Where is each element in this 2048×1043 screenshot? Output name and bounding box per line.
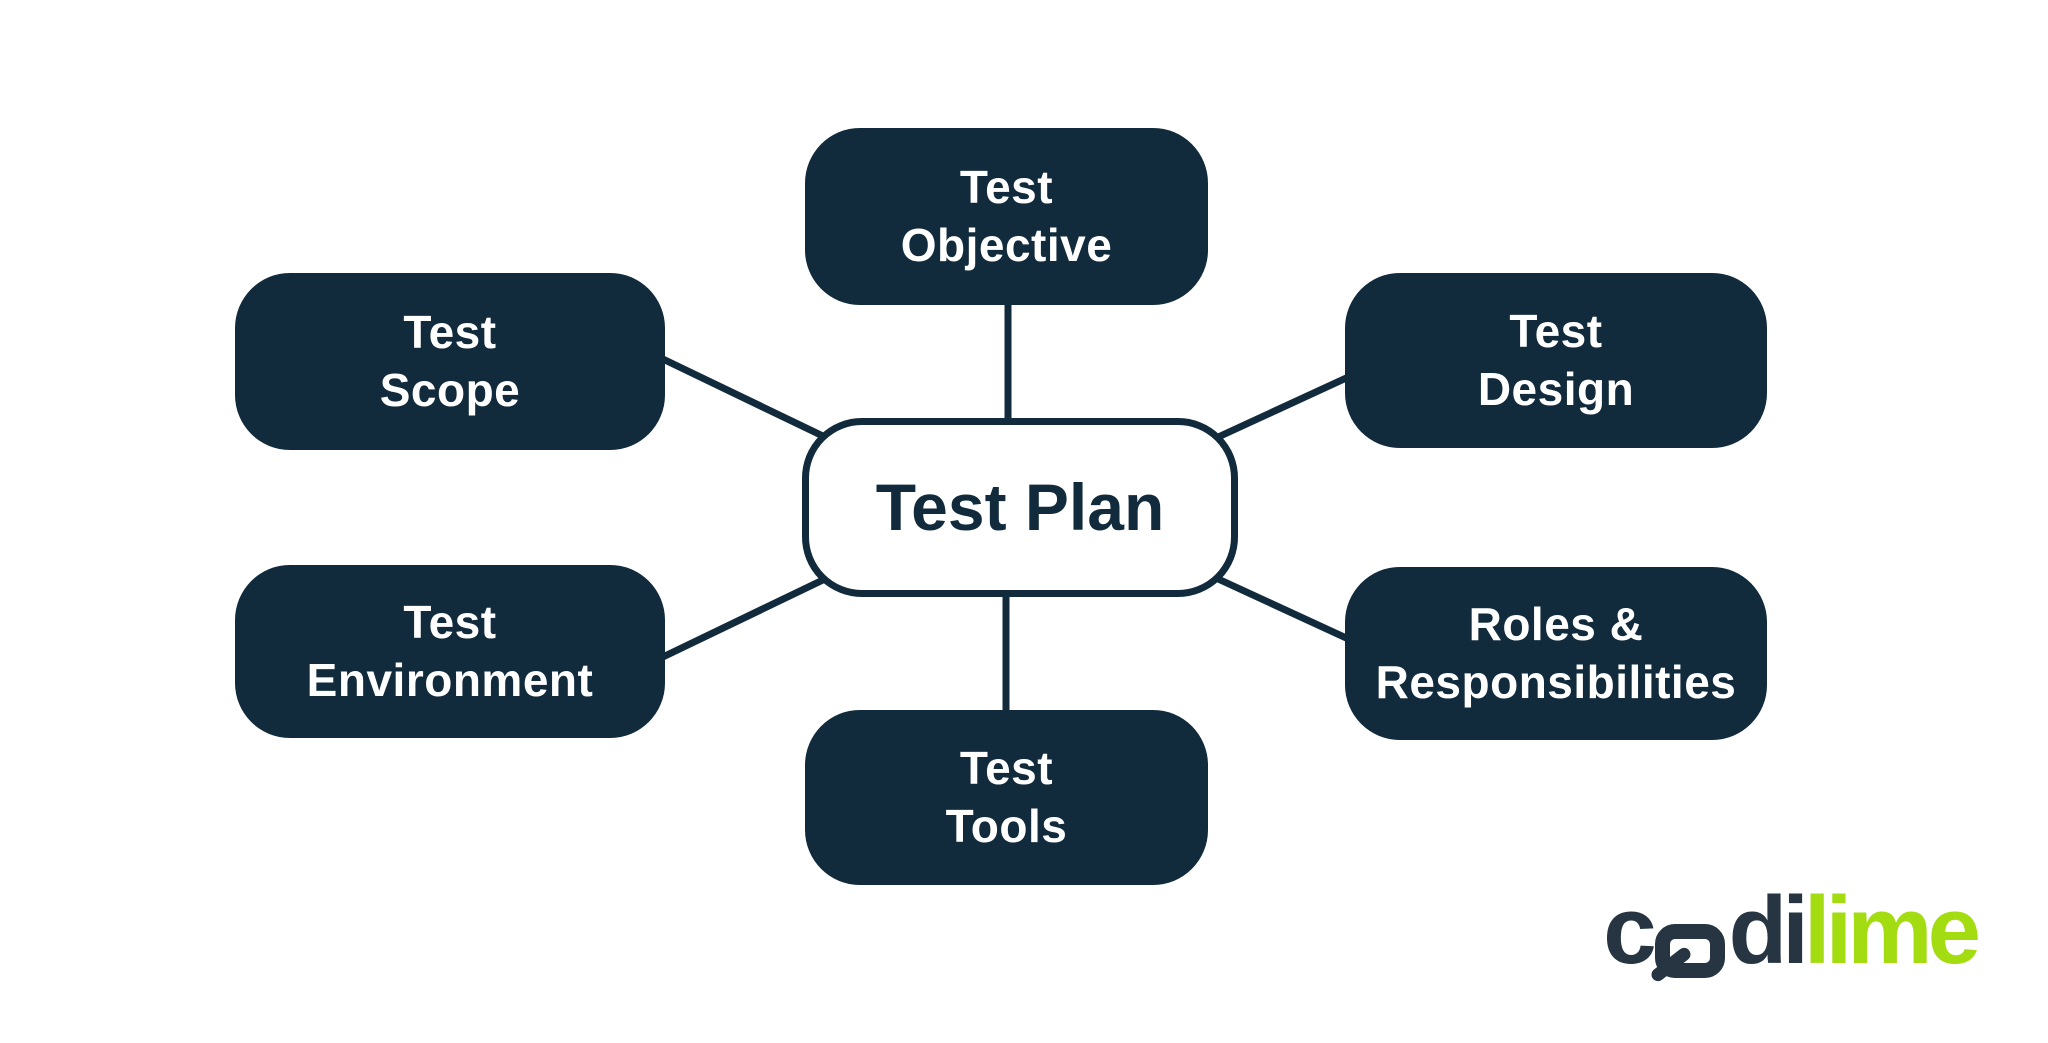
edge-scope-plan [636, 344, 856, 454]
logo-o-slash [1648, 945, 1693, 984]
logo-text-lime: lime [1803, 877, 1981, 984]
node-test-plan-label: Test Plan [875, 469, 1165, 544]
node-test-plan: Test Plan [802, 418, 1238, 597]
logo-text-c: c [1603, 877, 1656, 984]
logo-text-di: di [1728, 877, 1809, 984]
node-test-environment: Test Environment [235, 565, 665, 738]
node-test-objective: Test Objective [805, 128, 1208, 305]
node-test-scope-label: Test Scope [379, 305, 521, 416]
logo-o-glyph [1648, 924, 1725, 984]
edge-environment-plan [636, 562, 856, 672]
node-test-tools-label: Test Tools [945, 741, 1068, 852]
node-test-scope: Test Scope [235, 273, 665, 450]
node-test-objective-label: Test Objective [900, 160, 1113, 271]
node-roles-responsibilities: Roles & Responsibilities [1345, 567, 1767, 740]
node-test-tools: Test Tools [805, 710, 1208, 885]
node-test-design-label: Test Design [1477, 304, 1635, 415]
node-test-design: Test Design [1345, 273, 1767, 448]
node-test-environment-label: Test Environment [306, 595, 594, 706]
node-roles-responsibilities-label: Roles & Responsibilities [1375, 597, 1737, 708]
